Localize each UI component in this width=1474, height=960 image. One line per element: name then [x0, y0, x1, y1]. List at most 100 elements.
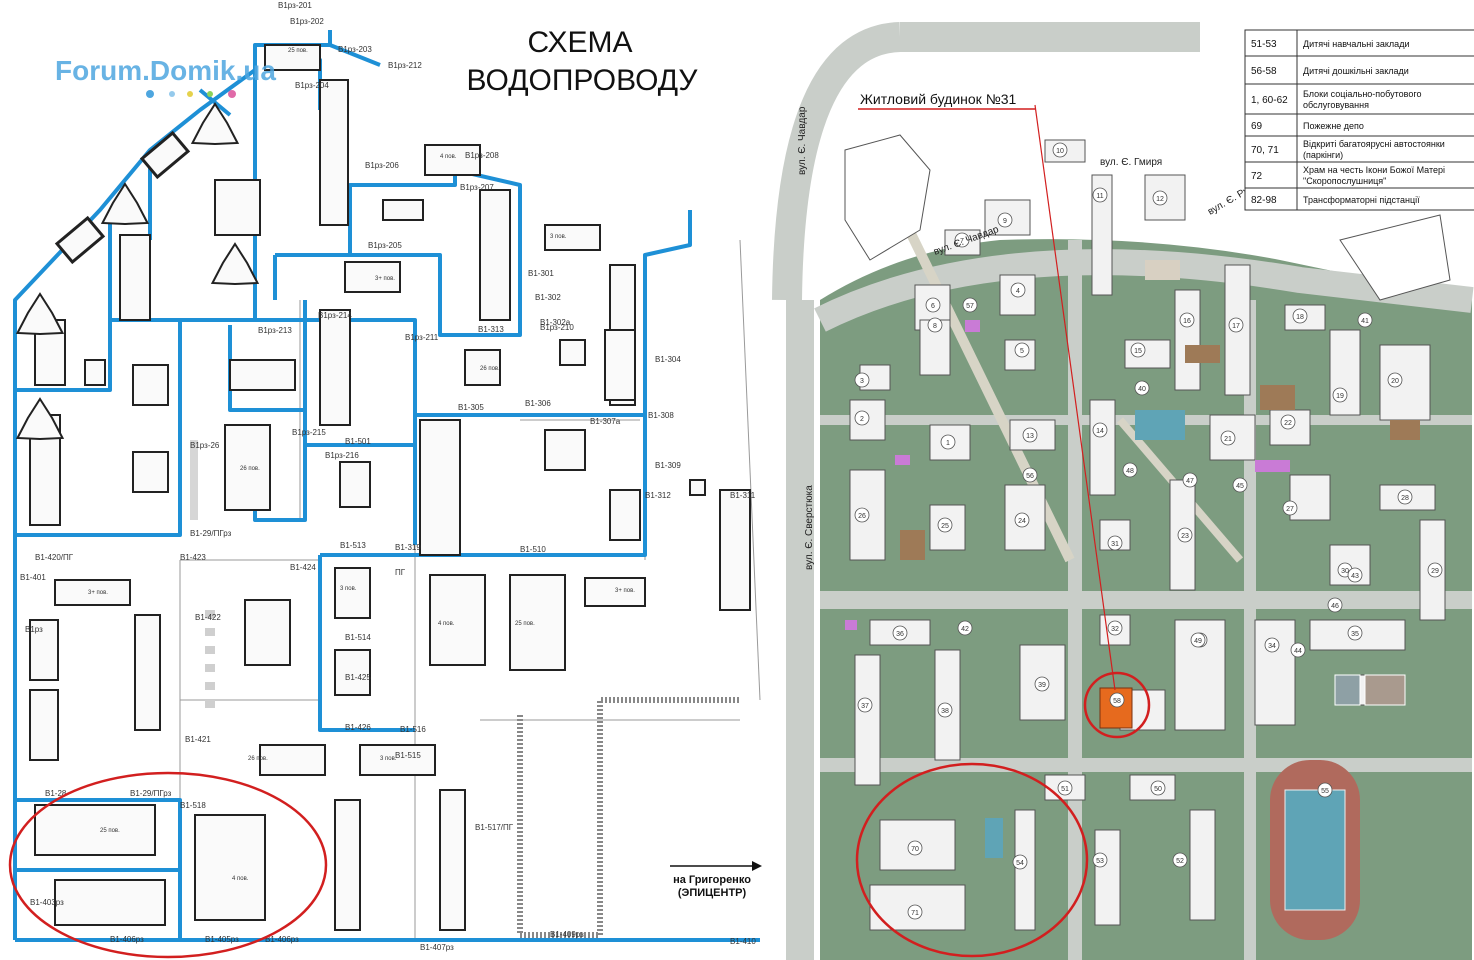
marker-circle	[962, 297, 978, 313]
marker-circle	[907, 840, 923, 856]
building	[1289, 474, 1331, 521]
pipe-label: В1-421	[185, 735, 211, 744]
marker-circle	[1317, 782, 1333, 798]
building-number-marker: 9	[997, 212, 1013, 228]
pipe-label: В1-319	[395, 543, 421, 552]
building-outline	[719, 489, 751, 611]
legend-code: 1, 60-62	[1251, 95, 1288, 106]
building-number-marker: 58	[1109, 692, 1125, 708]
scheme-title-line1: СХЕМА	[528, 26, 633, 59]
building-number-marker: 10	[1052, 142, 1068, 158]
building-outline	[609, 489, 641, 541]
marker-circle	[1280, 414, 1296, 430]
building-number-marker: 52	[1172, 852, 1188, 868]
pipe-label: В1-422	[195, 613, 221, 622]
marker-circle	[1332, 387, 1348, 403]
building-outline	[604, 329, 636, 401]
pipe-label: В1-301	[528, 269, 554, 278]
building-number-marker: 18	[1292, 308, 1308, 324]
marker-circle	[1057, 780, 1073, 796]
building-outline	[119, 234, 151, 321]
building-number: 9	[1003, 218, 1007, 225]
marker-circle	[1220, 430, 1236, 446]
building-number: 51	[1061, 786, 1069, 793]
building-outline	[214, 179, 261, 236]
marker-circle	[1182, 472, 1198, 488]
pipe-label: В1рз	[25, 625, 43, 634]
building-outline	[34, 804, 156, 856]
direction-arrow	[670, 861, 762, 871]
building-number: 10	[1056, 148, 1064, 155]
legend-code: 56-58	[1251, 66, 1277, 77]
marker-circle	[927, 317, 943, 333]
building-outline	[544, 429, 586, 471]
building-number: 15	[1134, 348, 1142, 355]
building-outline	[29, 619, 59, 681]
building-number: 53	[1096, 858, 1104, 865]
building	[1379, 344, 1431, 421]
floor-label: 26 пов.	[248, 756, 268, 762]
marker-circle	[1347, 625, 1363, 641]
building-outline	[54, 579, 131, 606]
building-outline	[584, 577, 646, 607]
street-label: вул. Є. Сверстюка	[804, 485, 815, 570]
building-number-marker: 50	[1150, 780, 1166, 796]
building-outline	[319, 79, 349, 226]
floor-label: 25 пов.	[288, 48, 308, 54]
pipe-label: В1-311	[730, 491, 756, 500]
pipe-label: В1-517/ПГ	[475, 823, 514, 832]
building-number: 41	[1361, 318, 1369, 325]
building-number-marker: 23	[1177, 527, 1193, 543]
sport-court	[1364, 674, 1406, 706]
marker-circle	[1130, 342, 1146, 358]
water-pipe	[15, 318, 255, 537]
pipe-label: В1-423	[180, 553, 206, 562]
marker-circle	[1264, 637, 1280, 653]
railway	[517, 697, 740, 938]
legend-text: Відкриті багатоярусні автостоянки	[1303, 139, 1445, 149]
highlight-ellipse	[855, 762, 1089, 958]
building-number: 26	[858, 513, 866, 520]
marker-circle	[1122, 462, 1138, 478]
building	[1014, 809, 1036, 931]
water-pipe	[255, 318, 417, 545]
pipe-label: В1-501	[345, 437, 371, 446]
building-outline	[424, 144, 481, 176]
legend-text: обслуговування	[1303, 100, 1369, 110]
building-number: 16	[1183, 318, 1191, 325]
building-number-marker: 4	[1010, 282, 1026, 298]
floor-label: 3 пов.	[380, 756, 397, 762]
pipe-label: В1рз-204	[295, 81, 329, 90]
pipe-label: В1-406рз	[110, 935, 144, 944]
pipe-label: В1рз-211	[405, 333, 439, 342]
building	[1099, 614, 1131, 646]
pipe-label: В1-307а	[590, 417, 621, 426]
legend-text: Дитячі дошкільні заклади	[1303, 66, 1409, 76]
pipe-label: В1рз-208	[465, 151, 499, 160]
building-number-marker: 31	[1107, 535, 1123, 551]
pipe-label: В1рз-201	[278, 1, 312, 10]
tower-outline	[15, 292, 65, 336]
marker-circle	[854, 410, 870, 426]
building-outline	[334, 649, 371, 696]
existing-building	[844, 134, 931, 261]
legend-text: (паркінги)	[1303, 150, 1343, 160]
pipe-label: В1рз-213	[258, 326, 292, 335]
building-outline	[84, 359, 106, 386]
pipe-label: В1рз-207	[460, 183, 494, 192]
building-number: 24	[1018, 518, 1026, 525]
building-number-marker: 24	[1014, 512, 1030, 528]
floor-label: 4 пов.	[232, 876, 249, 882]
marker-circle	[1107, 535, 1123, 551]
building-number-marker: 57	[962, 297, 978, 313]
marker-circle	[937, 517, 953, 533]
existing-building	[1339, 214, 1451, 301]
building-number-marker: 20	[1387, 372, 1403, 388]
building-outline	[559, 339, 586, 366]
building-outline	[359, 744, 436, 776]
street-label: вул. Є. Чавдар	[797, 106, 808, 175]
building-number: 49	[1194, 638, 1202, 645]
area-accent	[900, 530, 925, 560]
building-number: 19	[1336, 393, 1344, 400]
